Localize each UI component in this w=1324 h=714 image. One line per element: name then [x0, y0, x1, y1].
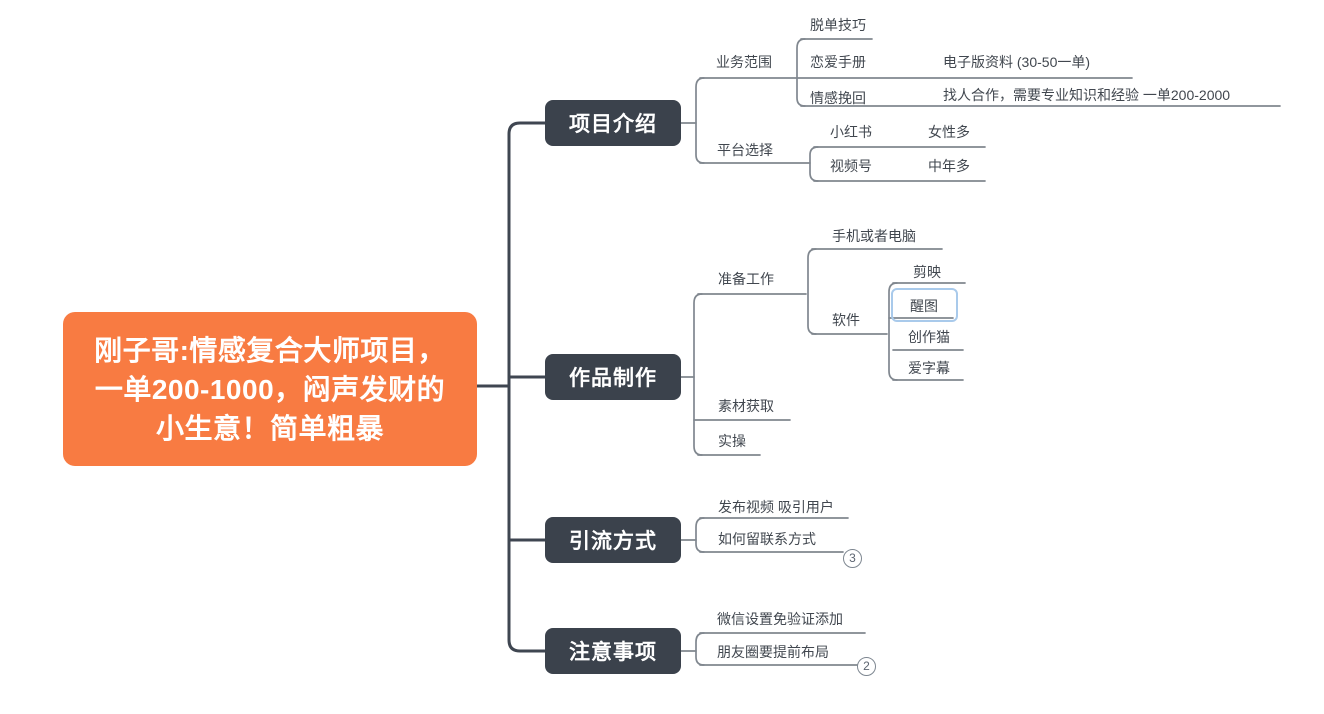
node-aizimu[interactable]: 爱字幕: [908, 360, 950, 376]
topic-notes[interactable]: 注意事项: [545, 628, 681, 674]
main-connector-lines: [475, 121, 547, 653]
node-love-manual[interactable]: 恋爱手册: [810, 54, 866, 70]
connector-path: [796, 38, 806, 107]
node-cooperation-note[interactable]: 找人合作，需要专业知识和经验 一单200-2000: [943, 87, 1231, 103]
node-business-scope[interactable]: 业务范围: [716, 54, 772, 70]
node-practice[interactable]: 实操: [718, 433, 746, 449]
node-phone-or-computer[interactable]: 手机或者电脑: [832, 228, 916, 244]
node-wechat-no-verify[interactable]: 微信设置免验证添加: [717, 611, 843, 627]
node-emotion-recovery[interactable]: 情感挽回: [810, 90, 866, 106]
node-mostly-female[interactable]: 女性多: [928, 124, 970, 140]
node-single-skills[interactable]: 脱单技巧: [810, 17, 866, 33]
connector-path: [507, 121, 547, 653]
root-topic[interactable]: 刚子哥:情感复合大师项目， 一单200-1000，闷声发财的 小生意！简单粗暴: [63, 312, 477, 466]
topic-work-production[interactable]: 作品制作: [545, 354, 681, 400]
connector-path: [695, 517, 705, 553]
node-platform-choice[interactable]: 平台选择: [717, 142, 773, 158]
node-material-acquisition[interactable]: 素材获取: [718, 398, 774, 414]
branch-connector-lines: [680, 38, 1281, 666]
node-software[interactable]: 软件: [832, 312, 860, 328]
topic-traffic-method[interactable]: 引流方式: [545, 517, 681, 563]
collapsed-count-badge[interactable]: 3: [843, 549, 862, 568]
connector-path: [888, 282, 898, 381]
node-mostly-middle-aged[interactable]: 中年多: [928, 158, 970, 174]
connector-path: [695, 77, 705, 164]
node-xiaohongshu[interactable]: 小红书: [830, 124, 872, 140]
connector-path: [693, 293, 703, 456]
node-xingtu-selected[interactable]: 醒图: [910, 298, 938, 314]
connector-path: [807, 248, 817, 335]
connector-path: [809, 146, 819, 182]
node-leave-contact[interactable]: 如何留联系方式: [718, 531, 816, 547]
collapsed-count-badge[interactable]: 2: [857, 657, 876, 676]
node-ebook-material[interactable]: 电子版资料 (30-50一单): [943, 54, 1091, 70]
selection-highlight: [891, 288, 958, 322]
node-video-account[interactable]: 视频号: [830, 158, 872, 174]
node-chuangzuomao[interactable]: 创作猫: [908, 329, 950, 345]
node-publish-videos[interactable]: 发布视频 吸引用户: [718, 499, 834, 515]
node-preparation[interactable]: 准备工作: [718, 271, 774, 287]
topic-project-intro[interactable]: 项目介绍: [545, 100, 681, 146]
node-moments-layout[interactable]: 朋友圈要提前布局: [717, 644, 829, 660]
connector-path: [695, 632, 705, 666]
node-jianying[interactable]: 剪映: [913, 264, 941, 280]
